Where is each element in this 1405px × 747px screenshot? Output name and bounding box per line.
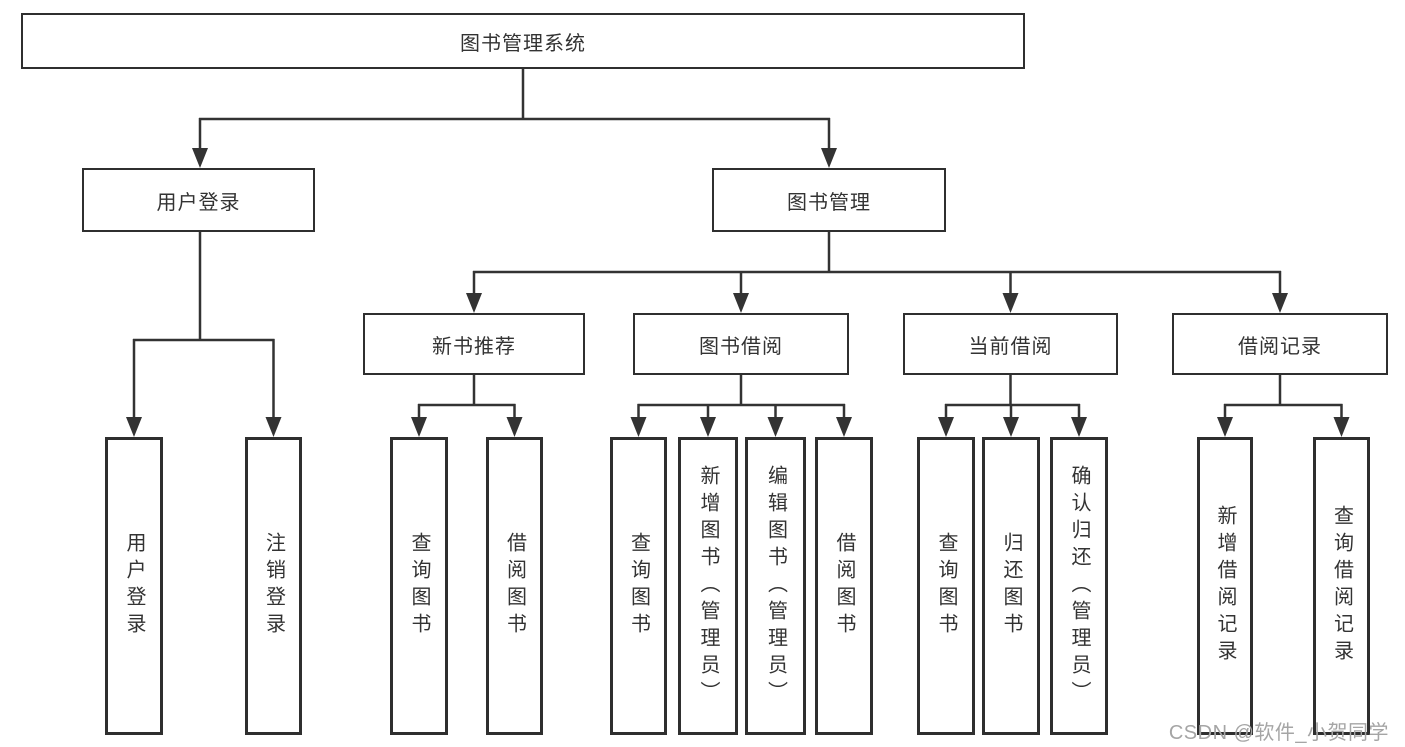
leaf-edit-books-admin: 编辑图书（管理员） xyxy=(745,437,806,735)
node-label: 查询借阅记录 xyxy=(1330,505,1353,667)
node-label: 确认归还（管理员） xyxy=(1068,464,1090,708)
leaf-add-books-admin: 新增图书（管理员） xyxy=(678,437,738,735)
leaf-user-login: 用户登录 xyxy=(105,437,163,735)
arrowhead-icon xyxy=(700,417,716,437)
node-library-system: 图书管理系统 xyxy=(21,13,1025,69)
connector-user-login-children xyxy=(126,232,282,437)
leaf-query-books: 查询图书 xyxy=(610,437,667,735)
leaf-query-borrow-record: 查询借阅记录 xyxy=(1313,437,1370,735)
node-label: 借阅图书 xyxy=(833,532,855,640)
arrowhead-icon xyxy=(1333,417,1350,437)
arrowhead-icon xyxy=(1071,417,1087,437)
leaf-borrow-books-recommend: 借阅图书 xyxy=(486,437,543,735)
arrowhead-icon xyxy=(1272,293,1288,313)
arrowhead-icon xyxy=(767,417,784,437)
node-book-borrow: 图书借阅 xyxy=(633,313,849,375)
connector-borrow-records-children xyxy=(1217,375,1350,437)
node-label: 借阅记录 xyxy=(1238,335,1322,358)
leaf-query-books-current: 查询图书 xyxy=(917,437,975,735)
leaf-query-books-recommend: 查询图书 xyxy=(390,437,448,735)
node-user-login: 用户登录 xyxy=(82,168,315,232)
node-new-book-recommend: 新书推荐 xyxy=(363,313,585,375)
leaf-borrow-books: 借阅图书 xyxy=(815,437,873,735)
leaf-confirm-return-admin: 确认归还（管理员） xyxy=(1050,437,1108,735)
node-label: 查询图书 xyxy=(935,532,957,640)
node-label: 图书管理系统 xyxy=(460,32,586,55)
node-label: 当前借阅 xyxy=(968,335,1053,358)
arrowhead-icon xyxy=(836,417,852,437)
leaf-return-books: 归还图书 xyxy=(982,437,1040,735)
arrowhead-icon xyxy=(630,417,647,437)
node-borrow-records: 借阅记录 xyxy=(1172,313,1388,375)
arrowhead-icon xyxy=(411,417,427,437)
leaf-logout: 注销登录 xyxy=(245,437,302,735)
connector-root-to-level2 xyxy=(192,69,837,168)
node-label: 用户登录 xyxy=(123,532,145,640)
node-book-management: 图书管理 xyxy=(712,168,946,232)
arrowhead-icon xyxy=(192,148,208,168)
leaf-add-borrow-record: 新增借阅记录 xyxy=(1197,437,1253,735)
arrowhead-icon xyxy=(1003,417,1019,437)
arrowhead-icon xyxy=(733,293,749,313)
arrowhead-icon xyxy=(265,417,282,437)
arrowhead-icon xyxy=(1002,293,1019,313)
node-label: 查询图书 xyxy=(408,532,430,640)
node-label: 用户登录 xyxy=(156,191,241,214)
arrowhead-icon xyxy=(506,417,523,437)
arrowhead-icon xyxy=(821,148,837,168)
connector-book-borrow-children xyxy=(630,375,852,437)
node-label: 归还图书 xyxy=(1000,532,1022,640)
connector-current-borrow-children xyxy=(938,375,1087,437)
arrowhead-icon xyxy=(938,417,954,437)
node-current-borrow: 当前借阅 xyxy=(903,313,1118,375)
node-label: 图书借阅 xyxy=(699,335,783,358)
arrowhead-icon xyxy=(126,417,142,437)
connector-new-book-rec-children xyxy=(411,375,523,437)
node-label: 借阅图书 xyxy=(503,532,526,640)
connector-book-mgmt-children xyxy=(466,232,1288,313)
node-label: 编辑图书（管理员） xyxy=(764,464,787,708)
node-label: 图书管理 xyxy=(787,191,871,214)
node-label: 注销登录 xyxy=(262,532,285,640)
arrowhead-icon xyxy=(466,293,482,313)
csdn-watermark: CSDN @软件_小贺同学 xyxy=(1168,722,1389,744)
node-label: 新书推荐 xyxy=(432,335,516,358)
node-label: 查询图书 xyxy=(627,532,650,640)
arrowhead-icon xyxy=(1217,417,1233,437)
node-label: 新增借阅记录 xyxy=(1214,505,1236,667)
node-label: 新增图书（管理员） xyxy=(697,464,719,708)
